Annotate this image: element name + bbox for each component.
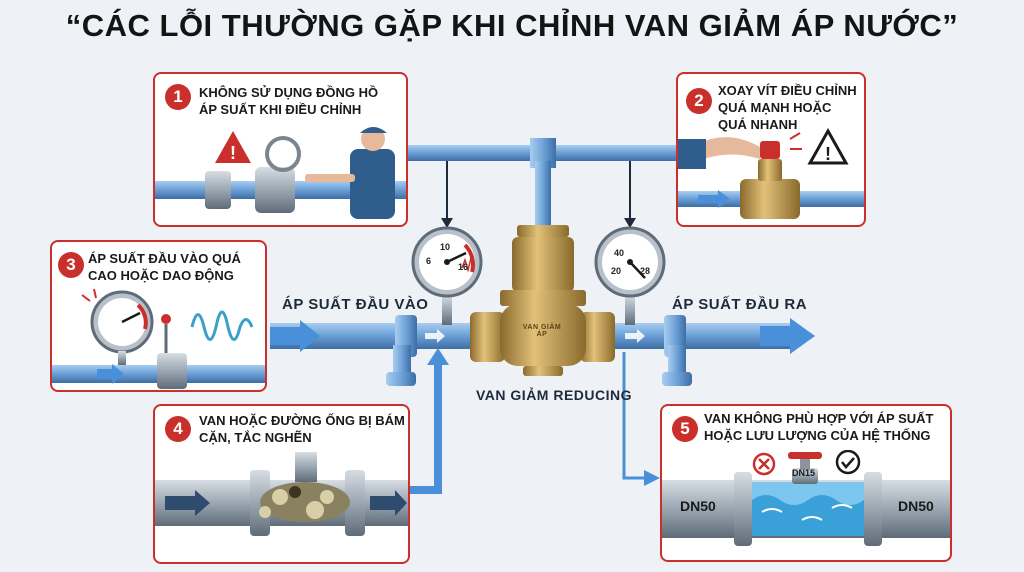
error-card-text: ÁP SUẤT ĐẦU VÀO QUÁ CAO HOẶC DAO ĐỘNG [88,251,241,283]
svg-text:!: ! [230,143,236,163]
gauge-worker-illustration: ! [155,127,406,219]
error-card-3: 3 ÁP SUẤT ĐẦU VÀO QUÁ CAO HOẶC DAO ĐỘNG [50,240,267,392]
page-title: “CÁC LỖI THƯỜNG GẶP KHI CHỈNH VAN GIẢM Á… [65,8,959,43]
clogged-pipe-illustration [155,452,408,536]
error-card-text: VAN HOẶC ĐƯỜNG ỐNG BỊ BÁM CẶN, TẮC NGHẼN [199,413,405,445]
error-number-badge: 5 [672,416,698,442]
pressure-reducing-valve [470,225,615,376]
error-card-text: KHÔNG SỬ DỤNG ĐỒNG HỒ ÁP SUẤT KHI ĐIỀU C… [199,85,379,117]
outlet-gauge-tick: 20 [611,266,622,276]
pipe-size-label: DN15 [792,468,816,478]
outlet-gauge-tick: 40 [614,248,625,258]
warning-icon [807,127,849,165]
clog-link-arrow [410,360,442,494]
top-pipe-drop [535,161,551,241]
inlet-gauge-tick: 10 [440,242,451,252]
inlet-gauge-tick: 16 [458,262,469,272]
outlet-arrow [760,318,815,354]
svg-text:!: ! [825,144,831,164]
inlet-pressure-gauge [411,226,483,298]
error-number-badge: 4 [165,416,191,442]
valve-name-label: VAN GIẢM REDUCING [476,387,633,403]
pipe-size-label: DN50 [680,498,716,514]
inlet-pressure-label: ÁP SUẤT ĐẦU VÀO [282,296,429,313]
fluctuating-pressure-illustration [52,288,265,389]
pipe-size-label: DN50 [898,498,934,514]
warning-icon [215,131,251,163]
outlet-gauge-tick: 28 [640,266,651,276]
error-card-1: 1 KHÔNG SỬ DỤNG ĐỒNG HỒ ÁP SUẤT KHI ĐIỀU… [153,72,408,227]
error-card-2: 2 XOAY VÍT ĐIỀU CHỈNH QUÁ MẠNH HOẶC QUÁ … [676,72,866,227]
inlet-gauge-tick: 6 [426,256,432,266]
error-card-4: 4 VAN HOẶC ĐƯỜNG ỐNG BỊ BÁM CẶN, TẮC NGH… [153,404,410,564]
error-card-text: VAN KHÔNG PHÙ HỢP VỚI ÁP SUẤT HOẶC LƯU L… [704,411,934,443]
error-number-badge: 2 [686,88,712,114]
outlet-pressure-label: ÁP SUẤT ĐẦU RA [672,296,808,313]
error-number-badge: 3 [58,252,84,278]
sizing-link-arrow [622,352,646,480]
error-card-5: 5 VAN KHÔNG PHÙ HỢP VỚI ÁP SUẤT HOẶC LƯU… [660,404,952,562]
error-card-text: XOAY VÍT ĐIỀU CHỈNH QUÁ MẠNH HOẶC QUÁ NH… [718,83,857,132]
error-number-badge: 1 [165,84,191,110]
valve-turning-illustration: ! [678,127,864,219]
valve-body-label: VAN GIẢM ÁP [522,324,562,338]
outlet-pressure-gauge [594,226,666,298]
correct-size-icon [835,450,861,475]
inlet-arrow [270,320,320,352]
pipe-sizing-illustration [662,450,950,546]
